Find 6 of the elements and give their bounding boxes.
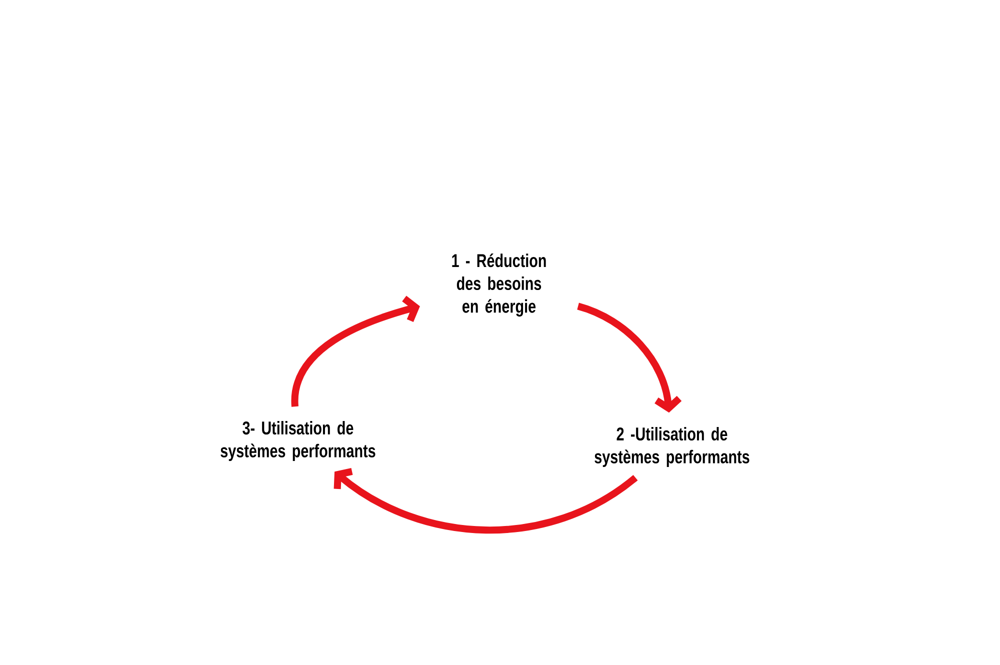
- step-label: 3- Utilisation de systèmes performants: [220, 421, 376, 462]
- curved-arrow: [291, 296, 420, 407]
- curved-arrow: [334, 468, 638, 534]
- step-label: 2 -Utilisation de systèmes performants: [594, 426, 750, 468]
- curved-arrow: [576, 302, 682, 413]
- step-label: 1 - Réduction des besoins en énergie: [452, 253, 546, 317]
